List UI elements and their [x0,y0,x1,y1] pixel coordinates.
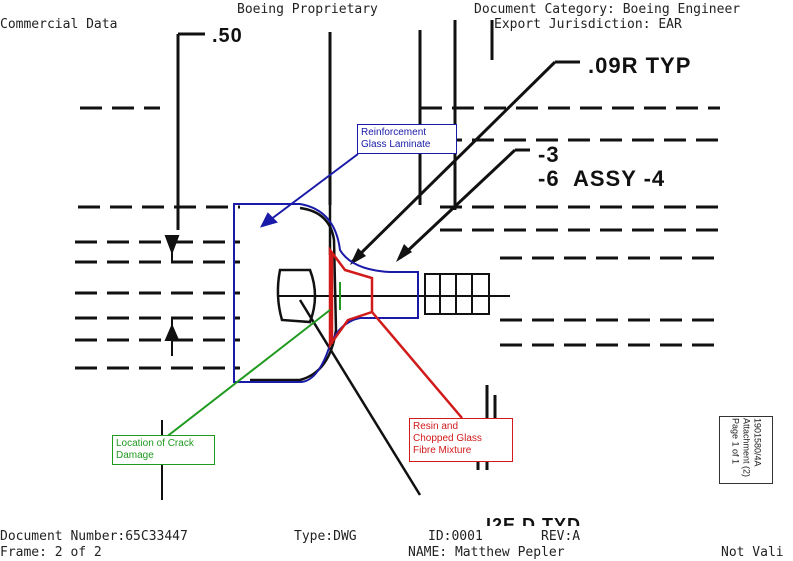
reinforcement-outline [233,153,419,383]
assy-label: -6 ASSY -4 [538,166,666,191]
leader-arrows [350,60,580,264]
type-label: Type:DWG [294,529,357,544]
name-label: NAME: Matthew Pepler [408,545,565,560]
dimension-top-label: .50 [212,25,243,47]
document-category-label: Document Category: Boeing Engineer [474,2,741,17]
radius-typ-label: .09R TYP [588,53,692,78]
resin-line-2: Chopped Glass [413,433,482,444]
stamp-line-2: Attachment (2) [741,418,752,478]
hidden-lines [75,106,720,370]
resin-callout: Resin and Chopped Glass Fibre Mixture [409,418,513,462]
attachment-stamp: 1901580/4A Attachment (2) Page 1 of 1 [719,416,773,484]
bottom-partial-label: I2E D TYD [486,516,582,526]
crack-marker [164,282,341,439]
rev-label: REV:A [541,529,581,544]
part-outline [250,205,422,496]
stamp-line-1: 1901580/4A [752,418,763,467]
crack-line-1: Location of Crack [116,438,194,449]
reinforcement-line-2: Glass Laminate [361,139,431,150]
dimension-arrows [164,235,180,356]
proprietary-label: Boeing Proprietary [237,2,378,17]
stamp-line-3: Page 1 of 1 [730,418,741,465]
fastener [278,273,510,315]
resin-line-3: Fibre Mixture [413,445,472,456]
crack-line-2: Damage [116,450,154,461]
reinforcement-callout: Reinforcement Glass Laminate [357,124,457,154]
resin-line-1: Resin and [413,421,459,432]
leader-arrowhead-2 [396,244,412,262]
commercial-data-label: Commercial Data [0,17,118,32]
leader-arrowhead-1 [350,248,366,265]
export-jurisdiction-label: Export Jurisdiction: EAR [494,17,682,32]
reinforcement-line-1: Reinforcement [361,127,427,138]
crack-callout: Location of Crack Damage [112,435,215,465]
dash-3-label: -3 [538,142,560,167]
id-label: ID:0001 [428,529,483,544]
resin-outline [328,246,463,419]
document-number-label: Document Number:65C33447 [0,529,188,544]
frame-label: Frame: 2 of 2 [0,545,102,560]
not-valid-label: Not Vali [721,545,784,560]
